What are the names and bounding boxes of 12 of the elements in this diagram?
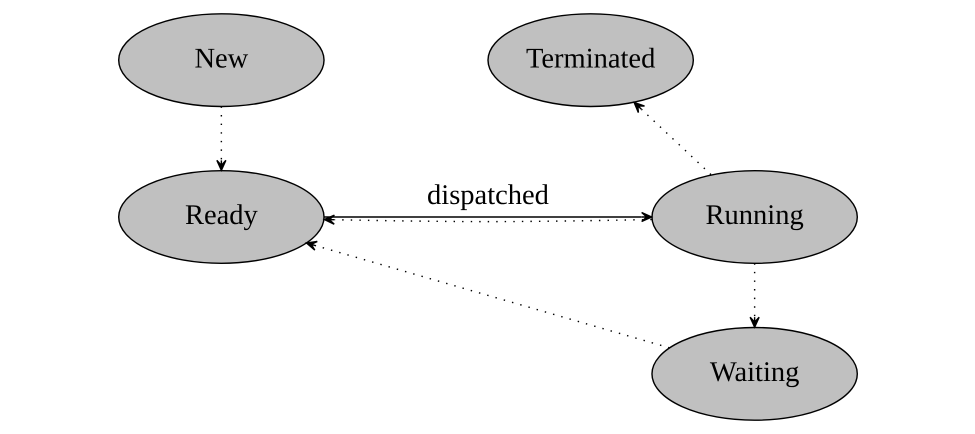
node-ellipse: Running xyxy=(650,170,858,264)
arrow xyxy=(748,263,760,328)
node-ellipse: Ready xyxy=(118,170,324,264)
arrow xyxy=(324,212,652,222)
arrow xyxy=(216,106,226,172)
node-ellipse: Terminated xyxy=(486,13,694,108)
node-ellipse: New xyxy=(118,13,324,108)
arrow xyxy=(323,214,652,225)
arrow xyxy=(305,240,670,348)
edge-label: dispatched xyxy=(426,180,548,212)
arrow xyxy=(632,102,711,176)
node-ellipse: Waiting xyxy=(650,326,858,421)
